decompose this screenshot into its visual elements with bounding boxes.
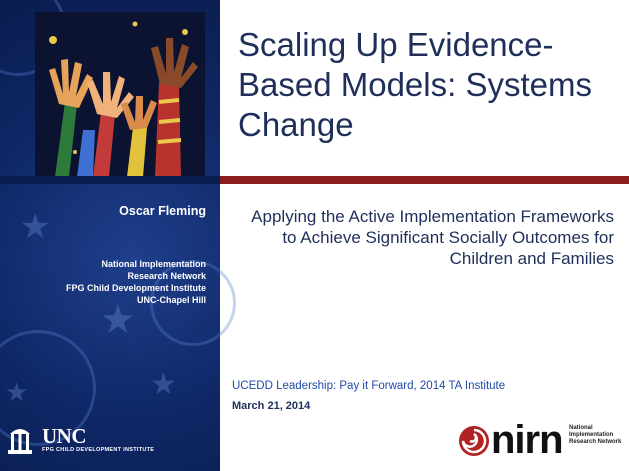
slide-subtitle: Applying the Active Implementation Frame… xyxy=(251,207,614,268)
nirn-logo: nirn National Implementation Research Ne… xyxy=(455,420,625,464)
star-icon: ★ xyxy=(150,367,177,402)
affiliation-line: National Implementation xyxy=(101,259,206,269)
divider-left-segment xyxy=(0,176,220,184)
event-date: March 21, 2014 xyxy=(232,400,311,412)
unc-old-well-icon xyxy=(8,429,32,454)
presenter-affiliation: National Implementation Research Network… xyxy=(0,258,206,306)
sidebar-panel: ★ ★ ★ ★ Oscar Fleming xyxy=(0,0,236,471)
unc-logo-text: UNC xyxy=(42,424,87,448)
star-icon: ★ xyxy=(20,207,51,247)
event-name: UCEDD Leadership: Pay it Forward, 2014 T… xyxy=(232,380,506,392)
nirn-swirl-icon xyxy=(459,426,489,456)
star-icon: ★ xyxy=(5,378,29,408)
title-divider xyxy=(0,176,629,184)
presenter-name: Oscar Fleming xyxy=(119,204,206,218)
nirn-logo-text: nirn xyxy=(491,418,564,462)
swirl-decoration xyxy=(150,260,236,346)
affiliation-line: UNC-Chapel Hill xyxy=(136,295,206,305)
affiliation-line: Research Network xyxy=(127,271,206,281)
swirl-decoration xyxy=(0,330,96,446)
affiliation-line: FPG Child Development Institute xyxy=(65,283,206,293)
unc-logo-subtext: FPG CHILD DEVELOPMENT INSTITUTE xyxy=(42,447,155,453)
nirn-logo-tagline: National Implementation Research Network xyxy=(569,425,622,445)
divider-accent-bar xyxy=(220,176,629,184)
star-icon: ★ xyxy=(100,297,136,343)
unc-logo: UNC FPG CHILD DEVELOPMENT INSTITUTE xyxy=(6,420,211,460)
title-area: Scaling Up Evidence-Based Models: System… xyxy=(220,0,629,176)
raised-hands-artwork xyxy=(35,12,205,177)
slide-title: Scaling Up Evidence-Based Models: System… xyxy=(238,26,592,143)
